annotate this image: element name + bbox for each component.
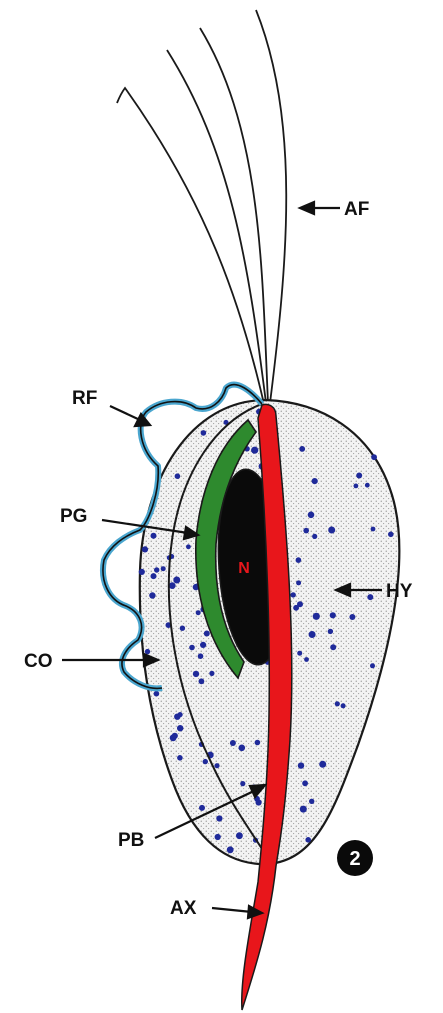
- granule: [189, 645, 195, 651]
- granule: [296, 557, 302, 563]
- granule: [308, 512, 315, 519]
- granule: [371, 527, 376, 532]
- granule: [196, 610, 201, 615]
- granule: [388, 532, 394, 538]
- granule: [151, 573, 157, 579]
- granule: [312, 534, 317, 539]
- label-pg: PG: [60, 506, 87, 527]
- granule: [177, 725, 183, 731]
- granule: [209, 671, 214, 676]
- granule: [302, 780, 308, 786]
- granule: [300, 806, 307, 813]
- arrow-co: [62, 654, 158, 666]
- anterior-flagella: [117, 10, 286, 404]
- granule: [180, 626, 185, 631]
- granule: [145, 649, 150, 654]
- granule: [214, 763, 219, 768]
- granule: [204, 631, 210, 637]
- granule: [356, 473, 362, 479]
- granule: [175, 473, 181, 479]
- granule: [201, 430, 207, 436]
- granule: [151, 533, 157, 539]
- granule: [174, 714, 180, 720]
- granule: [239, 745, 246, 752]
- granule: [312, 478, 318, 484]
- label-rf: RF: [72, 388, 97, 409]
- granule: [330, 612, 336, 618]
- granule: [199, 678, 205, 684]
- granule: [367, 594, 373, 600]
- granule: [319, 761, 326, 768]
- granule: [354, 484, 359, 489]
- granule: [200, 642, 206, 648]
- granule: [291, 592, 296, 597]
- granule: [154, 691, 160, 697]
- granule: [216, 815, 222, 821]
- granule: [296, 580, 301, 585]
- granule: [161, 566, 166, 571]
- label-af: AF: [344, 199, 369, 220]
- granule: [303, 528, 309, 534]
- nucleus-label: N: [238, 560, 250, 577]
- granule: [304, 657, 309, 662]
- granule: [298, 762, 304, 768]
- granule: [240, 781, 245, 786]
- granule: [173, 577, 180, 584]
- granule: [297, 651, 302, 656]
- granule: [341, 703, 346, 708]
- granule: [330, 644, 336, 650]
- granule: [139, 569, 145, 575]
- granule: [255, 740, 261, 746]
- granule: [198, 653, 204, 659]
- figure-number: 2: [349, 848, 360, 870]
- granule: [251, 447, 258, 454]
- granule: [335, 701, 340, 706]
- granule: [227, 846, 234, 853]
- granule: [199, 805, 205, 811]
- granule: [328, 629, 333, 634]
- granule: [142, 546, 148, 552]
- label-hy: HY: [386, 581, 413, 602]
- figure-number-badge: 2: [337, 840, 373, 876]
- arrow-rf: [110, 406, 150, 426]
- granule: [309, 799, 314, 804]
- granule: [193, 671, 199, 677]
- granule: [186, 544, 191, 549]
- granule: [203, 759, 208, 764]
- granule: [172, 733, 178, 739]
- flagellum-4: [256, 10, 286, 403]
- granule: [349, 614, 355, 620]
- granule: [371, 454, 377, 460]
- granule: [370, 663, 375, 668]
- granule: [297, 601, 303, 607]
- granule: [230, 740, 236, 746]
- label-pb: PB: [118, 830, 144, 851]
- granule: [309, 631, 316, 638]
- granule: [305, 837, 311, 843]
- granule: [328, 527, 335, 534]
- granule: [169, 582, 176, 589]
- arrow-ax: [212, 906, 262, 918]
- label-ax: AX: [170, 898, 197, 919]
- granule: [154, 567, 159, 572]
- granule: [365, 483, 370, 488]
- granule: [299, 446, 305, 452]
- granule: [215, 834, 221, 840]
- granule: [313, 613, 320, 620]
- granule: [177, 755, 183, 761]
- granule: [236, 832, 243, 839]
- label-co: CO: [24, 651, 53, 672]
- granule: [149, 592, 155, 598]
- arrow-af: [300, 202, 340, 214]
